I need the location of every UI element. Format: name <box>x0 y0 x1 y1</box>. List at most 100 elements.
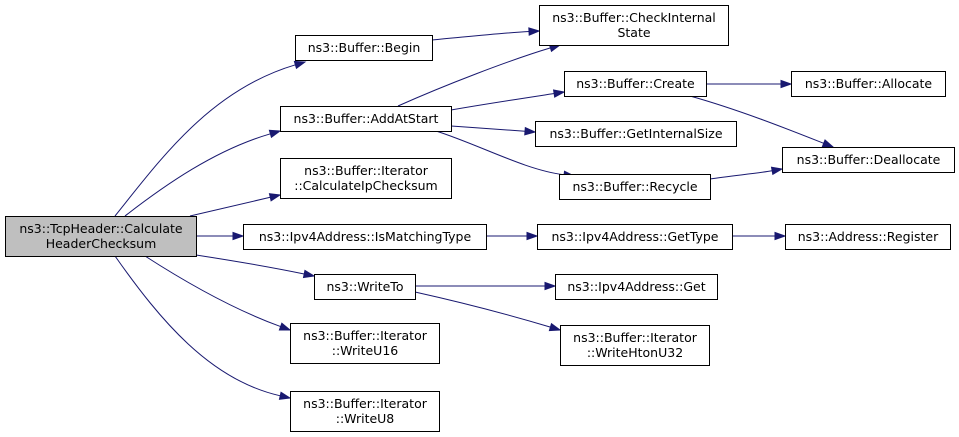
edge-recycle-to-deallocate <box>709 166 784 180</box>
edge-create-to-deallocate <box>689 95 835 148</box>
node-create[interactable]: ns3::Buffer::Create <box>564 71 707 97</box>
edge-create-to-allocate <box>706 79 793 89</box>
node-box[interactable] <box>290 391 440 432</box>
edge-calc-to-addatstart <box>124 129 282 217</box>
node-register[interactable]: ns3::Address::Register <box>785 224 951 250</box>
node-addatstart[interactable]: ns3::Buffer::AddAtStart <box>280 106 452 132</box>
edge-line <box>709 170 773 180</box>
node-label: ns3::Buffer::Iterator <box>303 396 428 411</box>
node-label: ::WriteU16 <box>332 343 399 358</box>
node-label: ns3::Buffer::Begin <box>308 40 421 55</box>
node-box[interactable] <box>559 174 711 200</box>
edge-begin-to-checkinternal <box>431 27 541 41</box>
node-writehtonu32[interactable]: ns3::Buffer::Iterator::WriteHtonU32 <box>560 325 710 366</box>
arrowhead-icon <box>268 193 282 202</box>
node-label: ns3::Buffer::Iterator <box>304 163 429 178</box>
arrowhead-icon <box>278 322 292 331</box>
node-label: ns3::Buffer::Iterator <box>303 328 428 343</box>
node-box[interactable] <box>560 325 710 366</box>
edge-calc-to-writeu8 <box>114 255 292 400</box>
edge-line <box>414 291 551 328</box>
node-begin[interactable]: ns3::Buffer::Begin <box>295 35 433 61</box>
node-box[interactable] <box>243 224 487 250</box>
node-box[interactable] <box>535 121 737 147</box>
edge-addatstart-to-getinternalsize <box>450 125 537 136</box>
node-getinternalsize[interactable]: ns3::Buffer::GetInternalSize <box>535 121 737 147</box>
arrowhead-icon <box>780 79 793 89</box>
arrowhead-icon <box>232 231 245 241</box>
edge-calc-to-writeu16 <box>144 255 292 331</box>
node-box[interactable] <box>782 147 955 173</box>
arrowhead-icon <box>544 281 557 291</box>
node-box[interactable] <box>555 274 718 300</box>
node-box[interactable] <box>314 274 416 300</box>
arrowhead-icon <box>821 139 835 148</box>
node-box[interactable] <box>791 71 946 97</box>
edge-line <box>144 255 281 328</box>
node-box[interactable] <box>564 71 707 97</box>
node-box[interactable] <box>785 224 951 250</box>
node-recycle[interactable]: ns3::Buffer::Recycle <box>559 174 711 200</box>
edge-line <box>195 254 305 275</box>
edge-line <box>435 130 565 176</box>
node-ismatching[interactable]: ns3::Ipv4Address::IsMatchingType <box>243 224 487 250</box>
node-label: ns3::Ipv4Address::Get <box>567 279 705 294</box>
edge-writeto-to-writehtonu32 <box>414 291 562 332</box>
node-box[interactable] <box>280 106 452 132</box>
nodes-layer: ns3::TcpHeader::CalculateHeaderChecksumn… <box>5 5 955 432</box>
node-label: ::WriteHtonU32 <box>587 345 683 360</box>
node-writeu16[interactable]: ns3::Buffer::Iterator::WriteU16 <box>290 323 440 364</box>
node-label: ns3::WriteTo <box>327 279 404 294</box>
node-gettype[interactable]: ns3::Ipv4Address::GetType <box>537 224 733 250</box>
arrowhead-icon <box>526 231 539 241</box>
arrowhead-icon <box>293 60 307 70</box>
arrowhead-icon <box>774 231 787 241</box>
node-label: ns3::Buffer::Iterator <box>573 330 698 345</box>
node-label: ns3::Address::Register <box>798 229 939 244</box>
node-get[interactable]: ns3::Ipv4Address::Get <box>555 274 718 300</box>
node-calcip[interactable]: ns3::Buffer::Iterator::CalculateIpChecks… <box>280 158 452 199</box>
edge-calc-to-begin <box>114 60 307 217</box>
arrowhead-icon <box>548 322 562 332</box>
node-label: ns3::Buffer::Deallocate <box>797 152 941 167</box>
node-box[interactable] <box>290 323 440 364</box>
node-box[interactable] <box>280 158 452 199</box>
node-box[interactable] <box>5 216 197 257</box>
edge-calc-to-calcip <box>189 193 282 217</box>
arrowhead-icon <box>524 126 537 136</box>
edge-ismatching-to-gettype <box>486 231 539 241</box>
edge-line <box>450 93 555 111</box>
arrowhead-icon <box>552 89 566 98</box>
edge-line <box>431 31 530 41</box>
node-label: HeaderChecksum <box>46 236 157 251</box>
node-label: ns3::Buffer::Create <box>576 76 695 91</box>
node-box[interactable] <box>537 224 733 250</box>
edge-calc-to-writeto <box>195 254 316 279</box>
edge-line <box>397 47 551 107</box>
node-label: State <box>617 25 650 40</box>
arrowhead-icon <box>528 27 541 36</box>
node-label: ns3::Buffer::CheckInternal <box>552 10 716 25</box>
node-label: ::WriteU8 <box>336 411 395 426</box>
edge-calc-to-ismatching <box>196 231 245 241</box>
edge-line <box>114 255 281 397</box>
arrowhead-icon <box>302 269 316 279</box>
arrowhead-icon <box>770 166 784 176</box>
arrowhead-icon <box>268 129 282 139</box>
node-box[interactable] <box>539 5 729 46</box>
edge-addatstart-to-checkinternal <box>397 43 562 107</box>
node-box[interactable] <box>295 35 433 61</box>
node-label: ns3::Ipv4Address::IsMatchingType <box>259 229 472 244</box>
node-allocate[interactable]: ns3::Buffer::Allocate <box>791 71 946 97</box>
node-label: ns3::Buffer::Recycle <box>572 179 697 194</box>
node-label: ns3::Buffer::GetInternalSize <box>549 126 722 141</box>
edges-layer <box>114 27 835 400</box>
node-label: ::CalculateIpChecksum <box>294 178 438 193</box>
edge-gettype-to-register <box>732 231 787 241</box>
node-deallocate[interactable]: ns3::Buffer::Deallocate <box>782 147 955 173</box>
node-writeto[interactable]: ns3::WriteTo <box>314 274 416 300</box>
edge-line <box>114 64 296 217</box>
node-writeu8[interactable]: ns3::Buffer::Iterator::WriteU8 <box>290 391 440 432</box>
